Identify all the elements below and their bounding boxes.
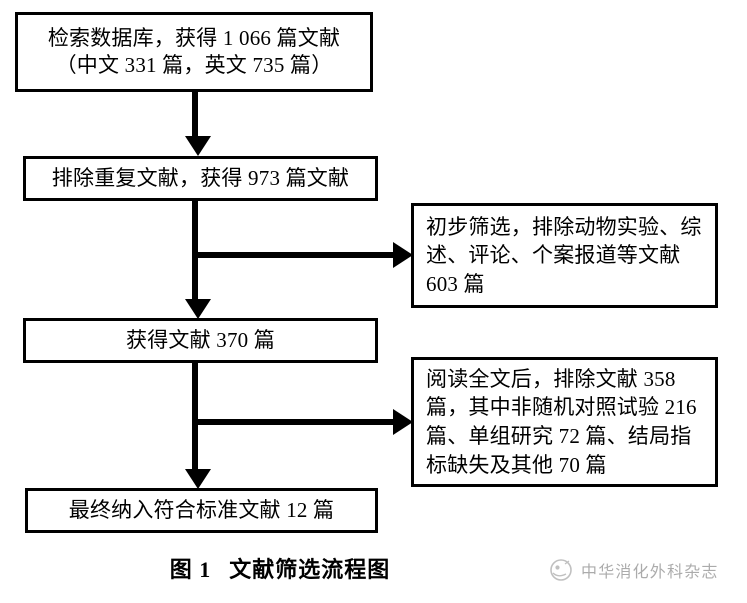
box-records-screened-label: 获得文献 370 篇 <box>126 327 275 352</box>
box-records-identified: 检索数据库，获得 1 066 篇文献 （中文 331 篇，英文 735 篇） <box>15 12 373 92</box>
figure-caption: 图 1 文献筛选流程图 <box>0 552 560 584</box>
connector-branch-fulltext-exclusion <box>195 419 407 425</box>
box-studies-included: 最终纳入符合标准文献 12 篇 <box>25 488 378 533</box>
box-records-identified-label: 检索数据库，获得 1 066 篇文献 （中文 331 篇，英文 735 篇） <box>47 25 341 77</box>
connector-branch-screening-exclusion <box>195 252 407 258</box>
arrowhead-down-to-dedup <box>185 136 211 156</box>
box-exclusion-fulltext-label: 阅读全文后，排除文献 358 篇，其中非随机对照试验 216 篇、单组研究 72… <box>426 366 697 477</box>
box-exclusion-screening: 初步筛选，排除动物实验、综述、评论、个案报道等文献 603 篇 <box>411 203 718 308</box>
journal-watermark-label: 中华消化外科杂志 <box>581 562 719 581</box>
connector-screened-to-included <box>192 363 198 471</box>
arrowhead-down-to-included <box>185 469 211 489</box>
arrowhead-right-to-fulltext-exclusion <box>393 409 413 435</box>
arrowhead-down-to-screened <box>185 299 211 319</box>
figure-caption-title: 文献筛选流程图 <box>229 557 391 582</box>
connector-dedup-to-screened <box>192 201 198 301</box>
box-records-after-duplicates-label: 排除重复文献，获得 973 篇文献 <box>51 165 350 190</box>
box-exclusion-fulltext: 阅读全文后，排除文献 358 篇，其中非随机对照试验 216 篇、单组研究 72… <box>411 357 718 487</box>
box-exclusion-screening-label: 初步筛选，排除动物实验、综述、评论、个案报道等文献 603 篇 <box>426 214 702 296</box>
box-records-screened: 获得文献 370 篇 <box>23 318 378 363</box>
box-studies-included-label: 最终纳入符合标准文献 12 篇 <box>68 497 335 522</box>
connector-search-to-dedup <box>192 92 198 138</box>
box-records-after-duplicates: 排除重复文献，获得 973 篇文献 <box>23 156 378 201</box>
arrowhead-right-to-screening-exclusion <box>393 242 413 268</box>
figure-caption-number: 图 1 <box>169 557 212 582</box>
journal-seal-icon <box>548 557 574 583</box>
journal-watermark: 中华消化外科杂志 <box>548 557 719 583</box>
